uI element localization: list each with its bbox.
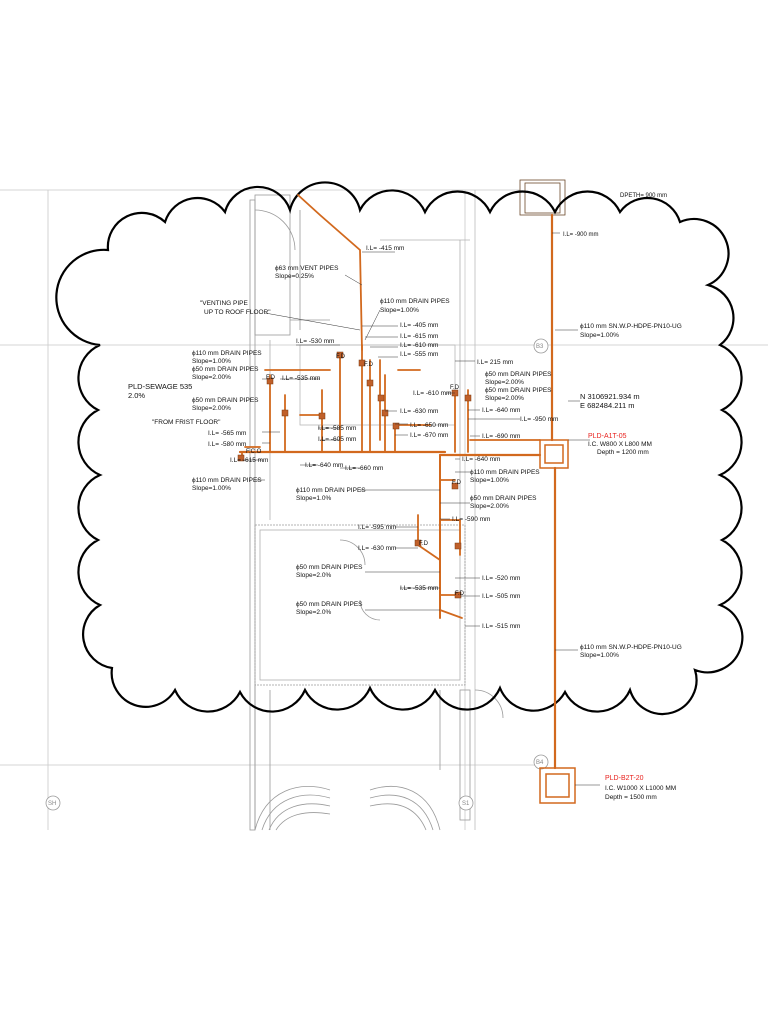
il-label: I.L= -610 mm [413,390,451,397]
manhole-a-size: I.C. W800 X L800 MM [588,441,652,448]
fd-label: F.D [452,480,462,486]
drain110-lower-left-slope: Slope=1.00% [192,485,231,492]
sewage-title: PLD-SEWAGE 535 [128,382,192,391]
il-label: I.L= -640 mm [482,407,520,414]
il-label: I.L= -640 mm [305,462,343,469]
drain50-left-title: ϕ50 mm DRAIN PIPES [192,397,259,404]
left-group-line3: ϕ50 mm DRAIN PIPES [192,366,259,373]
drain110-mid-slope: Slope=1.0% [296,495,331,502]
fd-label: F.D [336,354,346,360]
il-label: I.L= -535 mm [282,375,320,382]
grid-bubble-sh [45,795,61,811]
il-label: I.L= -405 mm [400,322,438,329]
sewage-slope: 2.0% [128,391,145,400]
manhole-b-name: PLD-B2T-20 [605,775,644,782]
il-label: I.L= -515 mm [482,623,520,630]
il-label: I.L= -520 mm [482,575,520,582]
fd-label: F.D [364,362,374,368]
leader-lines [242,232,600,786]
drain110-right-title: ϕ110 mm DRAIN PIPES [470,469,540,476]
vent-pipe-title: ϕ63 mm VENT PIPES [275,265,339,272]
drain110-mid-title: ϕ110 mm DRAIN PIPES [296,487,366,494]
left-group-line4: Slope=2.00% [192,374,231,381]
right-group-line2: Slope=2.00% [485,379,524,386]
grid-label-b4: B4 [536,760,544,766]
hdpe-lower-slope: Slope=1.00% [580,652,619,659]
drain110-top-title: ϕ110 mm DRAIN PIPES [380,298,450,305]
il-label: I.L= -650 mm [410,422,448,429]
depth-cut-label: DPETH= 900 mm [620,193,667,199]
grid-bubble-b4 [533,754,549,770]
il-label: I.L= -530 mm [296,338,334,345]
il-label: I.L= -630 mm [358,545,396,552]
fd-label: F.D [266,375,276,381]
il-label: I.L= -615 mm [400,333,438,340]
manhole-b-size: I.C. W1000 X L1000 MM [605,785,676,792]
il-label: I.L= -605 mm [318,436,356,443]
drain50-right-title: ϕ50 mm DRAIN PIPES [470,495,537,502]
drain50-right-slope: Slope=2.00% [470,503,509,510]
manhole-a-name: PLD-A1T-05 [588,433,627,440]
il-label: I.L= -640 mm [462,456,500,463]
revision-cloud [55,181,744,716]
manhole-a-depth: Depth = 1200 mm [597,449,649,456]
grid-bubble-b3 [533,338,549,354]
manhole-b-symbol [539,767,576,804]
fd-label: F.D [450,385,460,391]
il-label: I.L= -950 mm [520,416,558,423]
grid-label-sh: SH [48,801,56,807]
il-label: I.L= -535 mm [400,585,438,592]
il-label: I.L= -630 mm [400,408,438,415]
right-group-line4: Slope=2.00% [485,395,524,402]
left-group-line2: Slope=1.00% [192,358,231,365]
drain50-low1-title: ϕ50 mm DRAIN PIPES [296,564,363,571]
il-900-label: I.L= -900 mm [563,232,599,238]
grid-bubble-s1 [458,795,474,811]
fco-label: F.C.O [246,449,262,455]
venting-note-line1: "VENTING PIPE [200,300,248,307]
drain110-right-slope: Slope=1.00% [470,477,509,484]
left-group-line1: ϕ110 mm DRAIN PIPES [192,350,262,357]
first-floor-note: "FROM FRIST FLOOR" [152,419,221,426]
il-label: I.L= -580 mm [208,441,246,448]
vent-pipe-slope: Slope=0.25% [275,273,314,280]
hdpe-upper-title: ϕ110 mm SN.W.P-HDPE-PN10-UG [580,323,682,330]
il-label: I.L= -585 mm [318,425,356,432]
il-label: I.L= -610 mm [400,342,438,349]
right-group-line1: ϕ50 mm DRAIN PIPES [485,371,552,378]
manhole-a-symbol [539,439,569,469]
il-label: I.L= -670 mm [410,432,448,439]
il-label: I.L= -595 mm [358,524,396,531]
il-label: I.L= -555 mm [400,351,438,358]
drain50-left-slope: Slope=2.00% [192,405,231,412]
il-label: I.L= -615 mm [230,457,268,464]
coord-east: E 682484.211 m [580,401,635,410]
il-label: I.L= -690 mm [482,433,520,440]
venting-note-line2: UP TO ROOF FLOOR" [204,309,271,316]
fd-label: F.D [455,591,465,597]
il-415-label: I.L= -415 mm [366,245,404,252]
il-label: I.L= 215 mm [477,359,513,366]
hdpe-lower-title: ϕ110 mm SN.W.P-HDPE-PN10-UG [580,644,682,651]
grid-label-s1: S1 [462,801,470,807]
il-label: I.L= -565 mm [208,430,246,437]
il-label: I.L= -505 mm [482,593,520,600]
drain50-low2-slope: Slope=2.0% [296,609,331,616]
drain110-top-slope: Slope=1.00% [380,307,419,314]
il-label: I.L= -660 mm [345,465,383,472]
il-label: I.L= -590 mm [452,516,490,523]
hdpe-upper-slope: Slope=1.00% [580,332,619,339]
coord-north: N 3106921.934 m [580,392,640,401]
drain50-low2-title: ϕ50 mm DRAIN PIPES [296,601,363,608]
pipe-fittings [237,351,472,599]
grid-bubbles [45,338,549,811]
right-group-line3: ϕ50 mm DRAIN PIPES [485,387,552,394]
drain50-low1-slope: Slope=2.0% [296,572,331,579]
grid-label-b3: B3 [536,344,544,350]
manhole-b-depth: Depth = 1500 mm [605,794,657,801]
drain110-lower-left-title: ϕ110 mm DRAIN PIPES [192,477,262,484]
fd-label: F.D [419,541,429,547]
architectural-background [0,179,768,831]
